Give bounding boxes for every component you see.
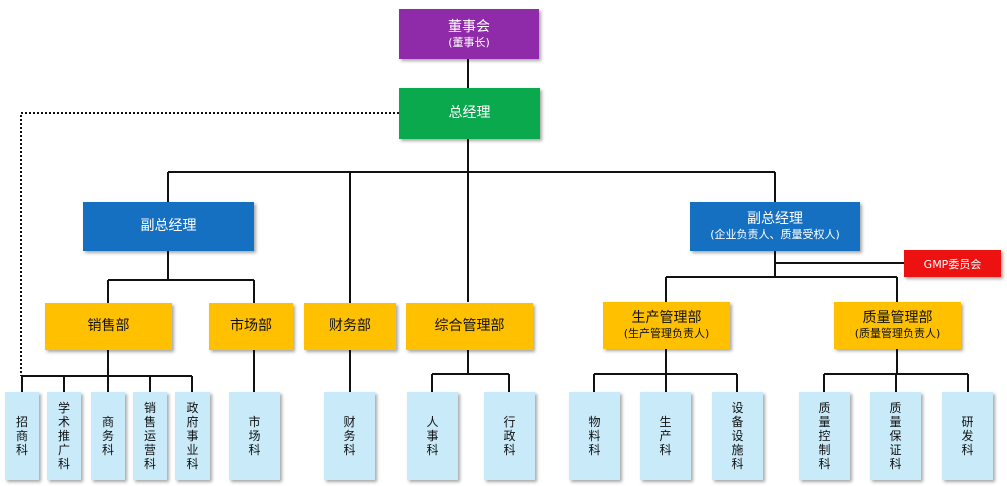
vp-left-box: 副总经理 (83, 202, 254, 251)
section-shengchan-label: 生产科 (659, 415, 672, 457)
section-zhaoshang: 招商科 (5, 392, 39, 480)
dept-production: 生产管理部 (生产管理负责人) (603, 302, 730, 349)
section-zhaoshang-label: 招商科 (15, 415, 28, 457)
gmp-box: GMP委员会 (904, 250, 1001, 277)
section-shebei: 设备设施科 (712, 392, 763, 480)
section-renshi: 人事科 (407, 392, 458, 480)
section-zhengfu: 政府事业科 (175, 392, 210, 480)
section-renshi-label: 人事科 (426, 415, 439, 457)
section-xueshu-label: 学术推广科 (57, 401, 70, 471)
section-shengchan: 生产科 (640, 392, 691, 480)
section-zhikong: 质量控制科 (799, 392, 850, 480)
gm-title: 总经理 (448, 105, 491, 121)
board-title: 董事会 (448, 18, 490, 35)
section-wuliao-label: 物料科 (588, 415, 601, 457)
dept-market: 市场部 (209, 303, 293, 350)
dept-quality-title: 质量管理部 (862, 310, 933, 326)
board-box: 董事会 (董事长) (399, 9, 539, 59)
gm-box: 总经理 (399, 88, 540, 139)
board-subtitle: (董事长) (448, 35, 490, 49)
section-yanfa-label: 研发科 (961, 415, 974, 457)
vp-right-subtitle: (企业负责人、质量受权人) (710, 228, 840, 241)
section-wuliao: 物料科 (569, 392, 620, 480)
vp-left-title: 副总经理 (140, 218, 197, 234)
section-yanfa: 研发科 (942, 392, 993, 480)
dept-production-subtitle: (生产管理负责人) (623, 327, 710, 340)
section-xingzheng-label: 行政科 (503, 415, 516, 457)
vp-right-title: 副总经理 (747, 211, 803, 227)
dept-finance-label: 财务部 (329, 318, 371, 334)
dept-quality: 质量管理部 (质量管理负责人) (834, 302, 961, 349)
dept-quality-subtitle: (质量管理负责人) (854, 327, 941, 340)
section-shangwu-label: 商务科 (101, 415, 114, 457)
dept-sales-label: 销售部 (87, 318, 130, 334)
dept-admin-label: 综合管理部 (434, 318, 505, 334)
section-xueshu: 学术推广科 (47, 392, 81, 480)
section-caiwu-label: 财务科 (343, 415, 356, 457)
section-caiwu: 财务科 (324, 392, 375, 480)
section-zhibao: 质量保证科 (870, 392, 921, 480)
dotted-line-gm-zhaoshang (20, 112, 399, 376)
dept-finance: 财务部 (304, 303, 396, 350)
section-xingzheng: 行政科 (484, 392, 535, 480)
section-xiaoshou-label: 销售运营科 (143, 401, 156, 471)
dept-sales: 销售部 (45, 303, 172, 350)
section-shichang: 市场科 (229, 392, 280, 480)
dept-market-label: 市场部 (230, 318, 272, 334)
section-shichang-label: 市场科 (248, 415, 261, 457)
section-shebei-label: 设备设施科 (731, 401, 744, 471)
section-xiaoshou: 销售运营科 (133, 392, 167, 480)
section-zhikong-label: 质量控制科 (818, 401, 831, 471)
gmp-title: GMP委员会 (923, 257, 982, 271)
section-zhibao-label: 质量保证科 (889, 401, 902, 471)
vp-right-box: 副总经理 (企业负责人、质量受权人) (690, 202, 860, 251)
section-zhengfu-label: 政府事业科 (186, 401, 199, 471)
dept-production-title: 生产管理部 (631, 310, 702, 326)
section-shangwu: 商务科 (91, 392, 125, 480)
dept-admin: 综合管理部 (406, 303, 533, 350)
